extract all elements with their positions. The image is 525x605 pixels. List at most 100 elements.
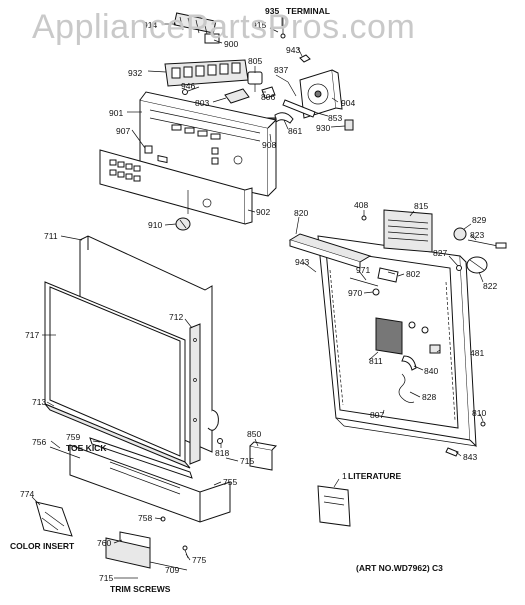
lever-853 xyxy=(282,99,316,118)
label-971: 971 xyxy=(356,265,370,275)
label-908: 908 xyxy=(262,140,276,150)
label-837: 837 xyxy=(274,65,288,75)
terminal-block-914 xyxy=(173,12,217,35)
label-756: 756 xyxy=(32,437,46,447)
label-902: 902 xyxy=(256,207,270,217)
latch-802 xyxy=(377,267,405,283)
label-811: 811 xyxy=(369,356,383,366)
label-943-top: 943 xyxy=(286,45,300,55)
screw-810 xyxy=(480,421,486,427)
label-715-trim: 715 xyxy=(99,573,113,583)
label-713: 713 xyxy=(32,397,46,407)
label-712: 712 xyxy=(169,312,183,322)
spring-828 xyxy=(398,373,415,403)
toe-kick-759 xyxy=(89,437,193,479)
shield-850 xyxy=(249,441,278,471)
clip-946 xyxy=(182,89,188,95)
label-775: 775 xyxy=(192,555,206,565)
label-717: 717 xyxy=(25,330,39,340)
label-861: 861 xyxy=(288,126,302,136)
label-literature: LITERATURE xyxy=(348,471,402,481)
label-932: 932 xyxy=(128,68,142,78)
terminal-935 xyxy=(280,16,286,39)
label-759: 759 xyxy=(66,432,80,442)
part-930 xyxy=(344,119,354,131)
label-color-insert: COLOR INSERT xyxy=(10,541,75,551)
label-709: 709 xyxy=(165,565,179,575)
label-408: 408 xyxy=(354,200,368,210)
label-820: 820 xyxy=(294,208,308,218)
switch-805 xyxy=(247,71,263,92)
label-815: 815 xyxy=(414,201,428,211)
screw-827 xyxy=(456,265,462,271)
overlay-902 xyxy=(99,149,253,225)
label-805: 805 xyxy=(248,56,262,66)
label-935: 935 xyxy=(265,6,279,16)
spring-823 xyxy=(467,239,507,249)
label-755: 755 xyxy=(223,477,237,487)
label-774: 774 xyxy=(20,489,34,499)
label-904: 904 xyxy=(341,98,355,108)
label-910: 910 xyxy=(148,220,162,230)
color-insert-774 xyxy=(35,501,73,537)
label-823: 823 xyxy=(470,230,484,240)
label-970: 970 xyxy=(348,288,362,298)
label-850: 850 xyxy=(247,429,261,439)
indicator-907 xyxy=(144,145,153,154)
leader-lines xyxy=(31,16,484,579)
label-803: 803 xyxy=(195,98,209,108)
link-837 xyxy=(287,81,297,97)
label-806: 806 xyxy=(261,92,275,102)
label-907: 907 xyxy=(116,126,130,136)
label-853: 853 xyxy=(328,113,342,123)
lever-840 xyxy=(401,355,417,371)
switch-bank-932 xyxy=(164,59,249,87)
label-822: 822 xyxy=(483,281,497,291)
label-935-terminal: TERMINAL xyxy=(286,6,330,16)
hinge-818 xyxy=(207,409,223,444)
rail-709 xyxy=(105,537,151,569)
vent-815 xyxy=(383,209,433,253)
knob-910 xyxy=(175,217,191,231)
label-827: 827 xyxy=(433,248,447,258)
label-715-hinge: 715 xyxy=(240,456,254,466)
part-943-top xyxy=(299,54,311,63)
strike-843 xyxy=(445,447,459,457)
cap-822 xyxy=(466,256,488,274)
door-front-panel-717 xyxy=(44,281,186,463)
label-1: 1 xyxy=(342,471,347,481)
label-802: 802 xyxy=(406,269,420,279)
part-970 xyxy=(372,288,380,296)
bracket-803 xyxy=(224,88,250,104)
part-806 xyxy=(261,86,276,99)
label-840: 840 xyxy=(424,366,438,376)
rinse-cap-829 xyxy=(453,227,467,241)
part-481 xyxy=(429,344,441,354)
brace-756 xyxy=(49,446,81,459)
label-760: 760 xyxy=(97,538,111,548)
art-number: (ART NO.WD7962) C3 xyxy=(356,563,443,573)
label-901: 901 xyxy=(109,108,123,118)
label-810: 810 xyxy=(472,408,486,418)
label-843: 843 xyxy=(463,452,477,462)
link-971 xyxy=(349,277,379,287)
label-914: 914 xyxy=(143,20,157,30)
label-946: 946 xyxy=(181,81,195,91)
part-labels: 914 935 TERMINAL 915 900 943 932 805 837… xyxy=(10,6,497,594)
trim-713 xyxy=(44,403,191,469)
label-481: 481 xyxy=(470,348,484,358)
label-711: 711 xyxy=(44,231,58,241)
label-trim-screws: TRIM SCREWS xyxy=(110,584,171,594)
label-818: 818 xyxy=(215,448,229,458)
screw-408 xyxy=(361,215,367,221)
label-943-door: 943 xyxy=(295,257,309,267)
label-807: 807 xyxy=(370,410,384,420)
switch-900 xyxy=(204,33,220,44)
label-829: 829 xyxy=(472,215,486,225)
literature-1 xyxy=(317,485,351,527)
label-828: 828 xyxy=(422,392,436,402)
side-trim-712 xyxy=(189,323,201,465)
toe-kick-755 xyxy=(69,444,231,523)
